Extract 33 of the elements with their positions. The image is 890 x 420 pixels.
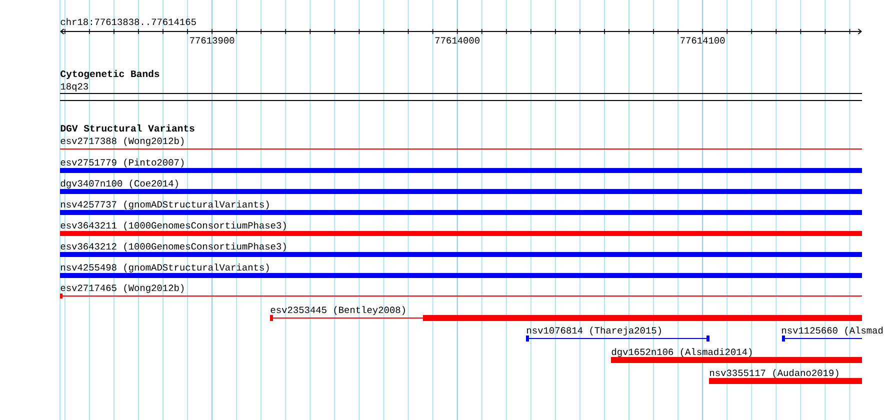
node-label: nsv4255498 (gnomADStructuralVariants) [61, 264, 269, 272]
track-title: DGV Structural Variants [60, 124, 194, 132]
variant-feature: esv2353445 (Bentley2008) [270, 306, 862, 321]
tick-label: 77614000 [435, 37, 480, 44]
node-label: dgv1652n106 (Alsmadi2014) [612, 348, 752, 357]
variant-feature: nsv4255498 (gnomADStructuralVariants) [60, 264, 862, 278]
variant-feature: nsv3355117 (Audano2019) [709, 369, 862, 384]
node-label: esv2751779 (Pinto2007) [60, 158, 184, 168]
node-label: esv2717465 (Wong2012b) [60, 284, 184, 293]
node-label: dgv3407n100 (Coe2014) [60, 180, 178, 188]
variant-feature: esv2717388 (Wong2012b) [60, 137, 862, 150]
variant-feature: esv3643211 (1000GenomesConsortiumPhase3) [60, 222, 862, 236]
node-label: nsv4257737 (gnomADStructuralVariants) [61, 200, 269, 210]
variant-feature: nsv1076814 (Thareja2015) [526, 326, 710, 342]
position-label: chr18:77613838..77614165 [60, 18, 196, 26]
node-label: nsv1076814 (Thareja2015) [527, 326, 661, 336]
variant-feature: esv2751779 (Pinto2007) [60, 158, 862, 173]
node-label: esv3643212 (1000GenomesConsortiumPhase3) [60, 242, 286, 252]
variant-feature: dgv1652n106 (Alsmadi2014) [611, 348, 862, 363]
variant-feature: nsv4257737 (gnomADStructuralVariants) [60, 200, 862, 215]
node-label: nsv1125660 (Alsmad [782, 326, 883, 336]
node-label: esv2353445 (Bentley2008) [270, 306, 405, 315]
node-label: esv3643211 (1000GenomesConsortiumPhase3) [60, 222, 286, 230]
variant-feature: esv2717465 (Wong2012b) [60, 284, 862, 298]
variant-feature: nsv1125660 (Alsmad [782, 326, 883, 342]
track-title: Cytogenetic Bands [60, 70, 160, 80]
variant-feature: esv3643212 (1000GenomesConsortiumPhase3) [60, 242, 862, 257]
node-label: nsv3355117 (Audano2019) [710, 369, 838, 378]
tick-label: 77614100 [680, 37, 725, 44]
node-label: esv2717388 (Wong2012b) [60, 137, 184, 146]
variant-feature: dgv3407n100 (Coe2014) [60, 180, 862, 194]
band-label: 18q23 [60, 83, 88, 92]
tick-label: 77613900 [190, 37, 234, 44]
